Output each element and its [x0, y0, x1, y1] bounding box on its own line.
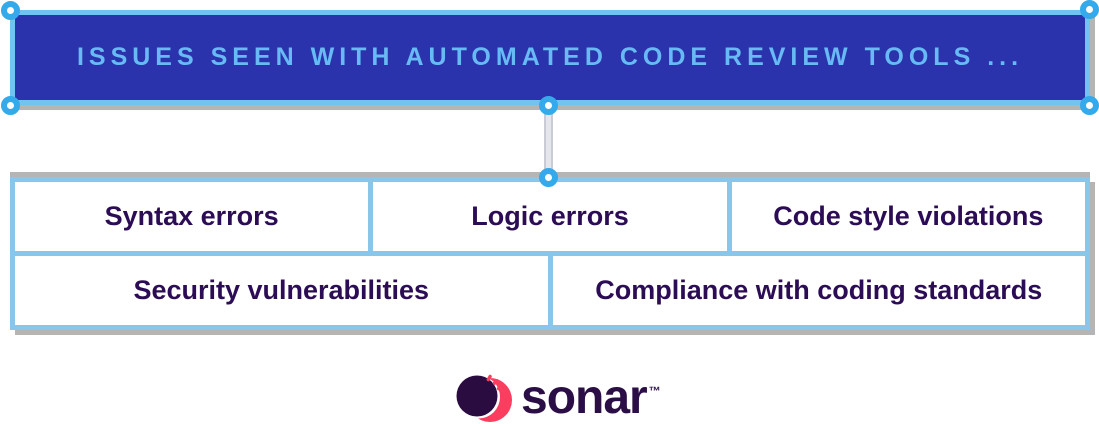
table-row: Security vulnerabilities Compliance with…	[15, 251, 1085, 325]
cell-label: Syntax errors	[104, 201, 279, 231]
issues-table: Syntax errors Logic errors Code style vi…	[10, 177, 1090, 330]
cell-label: Code style violations	[773, 201, 1044, 231]
trademark-symbol: ™	[648, 384, 661, 398]
connector-line[interactable]	[544, 105, 553, 177]
selection-handle-top-right[interactable]	[1080, 0, 1099, 19]
sonar-logo: sonar ™	[452, 372, 661, 424]
selection-handle-bottom-right[interactable]	[1080, 96, 1099, 115]
title-text: ISSUES SEEN WITH AUTOMATED CODE REVIEW T…	[76, 43, 1024, 71]
title-shape[interactable]: ISSUES SEEN WITH AUTOMATED CODE REVIEW T…	[10, 10, 1090, 105]
cell-compliance-coding-standards[interactable]: Compliance with coding standards	[547, 256, 1085, 325]
cell-syntax-errors[interactable]: Syntax errors	[15, 182, 369, 251]
connector-endpoint-handle[interactable]	[539, 168, 558, 187]
cell-label: Logic errors	[471, 201, 629, 231]
table-row: Syntax errors Logic errors Code style vi…	[15, 182, 1085, 251]
cell-code-style-violations[interactable]: Code style violations	[726, 182, 1085, 251]
selection-handle-bottom-left[interactable]	[1, 96, 20, 115]
cell-logic-errors[interactable]: Logic errors	[368, 182, 727, 251]
cell-label: Security vulnerabilities	[133, 275, 430, 305]
cell-security-vulnerabilities[interactable]: Security vulnerabilities	[15, 256, 548, 325]
sonar-wordmark: sonar	[521, 371, 648, 424]
selection-handle-top-left[interactable]	[1, 1, 20, 20]
sonar-logo-icon	[456, 374, 512, 422]
selection-handle-bottom-center[interactable]	[539, 96, 558, 115]
cell-label: Compliance with coding standards	[595, 275, 1043, 305]
